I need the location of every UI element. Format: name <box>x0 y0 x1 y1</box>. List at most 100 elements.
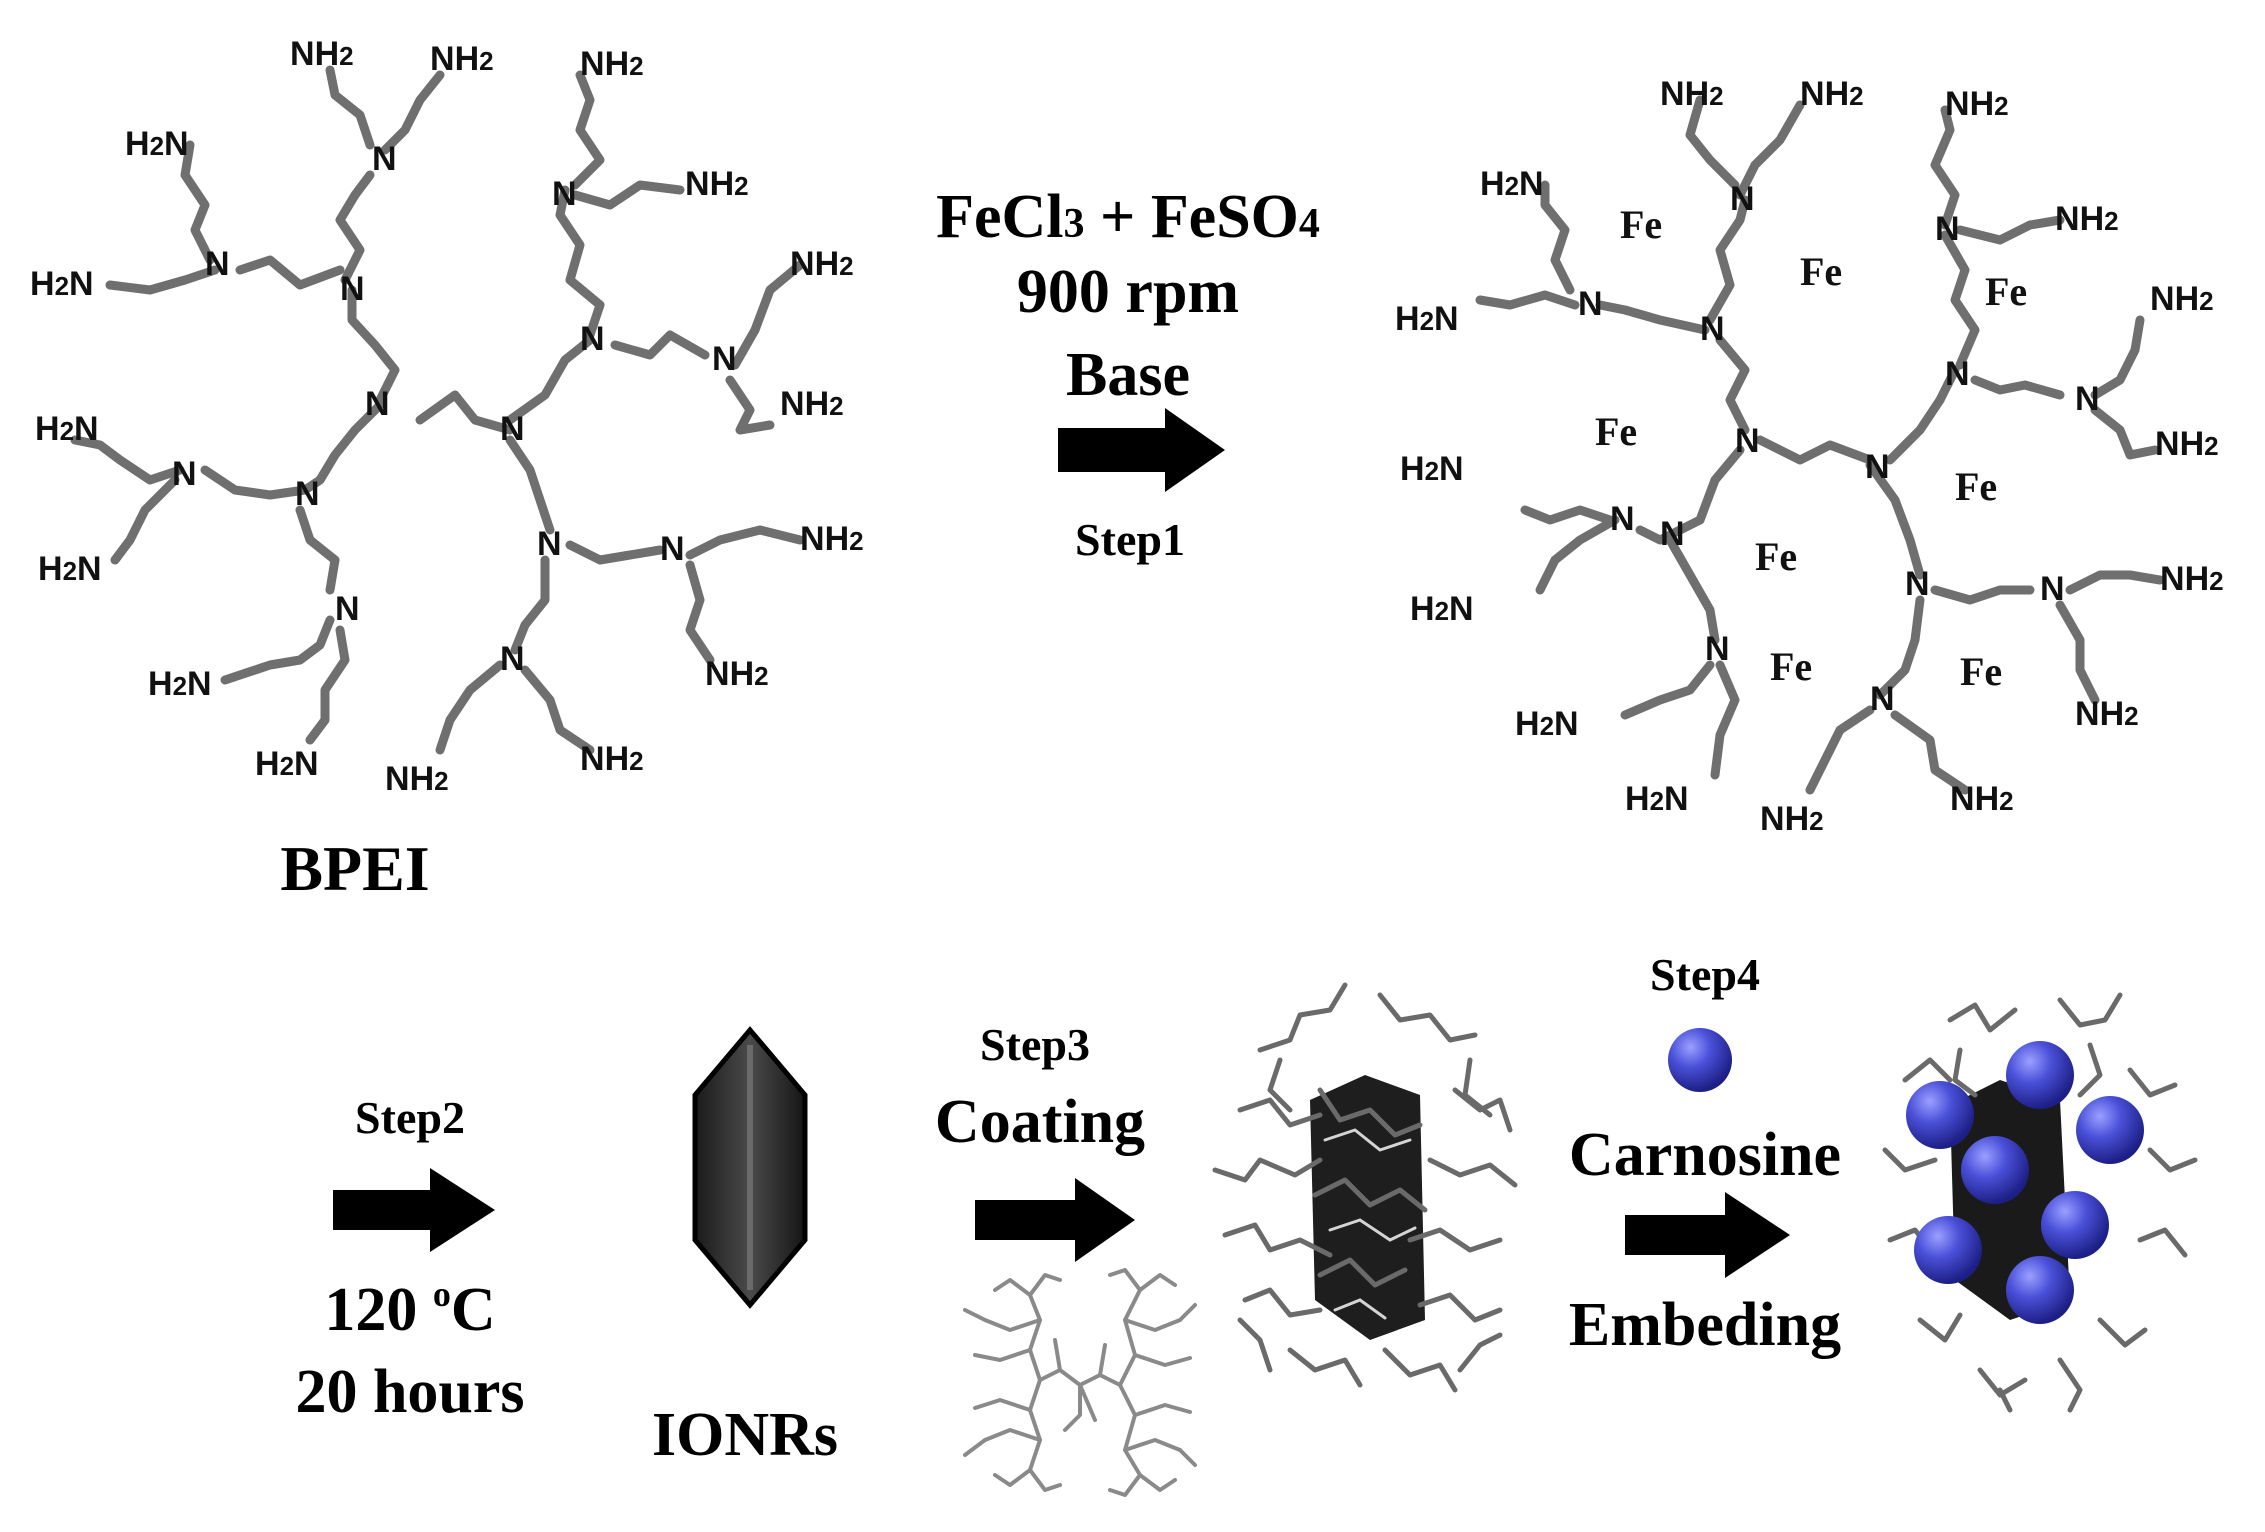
carnosine-sphere-icon <box>1914 1216 1982 1284</box>
bpei-n: N <box>660 530 685 568</box>
bpei-nh2: NH2 <box>580 740 644 778</box>
fe-bpei-nh2: NH2 <box>1760 800 1824 838</box>
step2-group: Step2 120 oC 20 hours <box>295 1092 524 1426</box>
fe-bpei-h2n: H2N <box>1480 165 1544 203</box>
carnosine-sphere-icon <box>1906 1081 1974 1149</box>
fe-atom: Fe <box>1770 644 1812 689</box>
fe-atom: Fe <box>1595 409 1637 454</box>
fe-bpei-nh2: NH2 <box>2155 425 2219 463</box>
step3-arrow <box>975 1178 1135 1262</box>
coating-highlights <box>1323 1128 1417 1320</box>
bpei-h2n: H2N <box>30 265 94 303</box>
fe-bpei-h2n: H2N <box>1400 450 1464 488</box>
step4-label: Step4 <box>1650 949 1760 1000</box>
reagents-label: FeCl3 + FeSO4 <box>936 183 1320 251</box>
fe-atom: Fe <box>1960 649 2002 694</box>
step3-group: Step3 Coating <box>935 1019 1197 1497</box>
fe-bpei-n: N <box>2040 570 2065 608</box>
fe-bpei-nh2: NH2 <box>1800 75 1864 113</box>
bpei-structure: N N N N N N N N N N N N N N NH2 NH2 H2N … <box>30 35 864 904</box>
step4-arrow <box>1625 1192 1790 1278</box>
fe-bpei-nh2: NH2 <box>1660 75 1724 113</box>
fe-bpei-n: N <box>1610 500 1635 538</box>
bpei-atoms: N N N N N N N N N N N N N N NH2 NH2 H2N … <box>30 35 864 798</box>
fe-atom: Fe <box>1800 249 1842 294</box>
fe-bpei-n: N <box>1578 285 1603 323</box>
temperature-label: 120 oC <box>324 1274 495 1344</box>
base-label: Base <box>1066 341 1190 409</box>
bpei-nh2: NH2 <box>790 245 854 283</box>
fe-atom: Fe <box>1955 464 1997 509</box>
fe-bpei-h2n: H2N <box>1625 780 1689 818</box>
fe-bpei-n: N <box>1735 422 1760 460</box>
fe-atom: Fe <box>1985 269 2027 314</box>
bpei-label: BPEI <box>280 833 429 904</box>
fe-bpei-nh2: NH2 <box>1945 85 2009 123</box>
step2-label: Step2 <box>355 1092 465 1143</box>
bpei-h2n: H2N <box>35 410 99 448</box>
fe-bpei-n: N <box>2075 380 2100 418</box>
fe-bpei-n: N <box>1705 630 1730 668</box>
coating-label: Coating <box>935 1088 1145 1156</box>
fe-bpei-n: N <box>1730 180 1755 218</box>
embeding-label: Embeding <box>1569 1291 1841 1359</box>
fe-bpei-n: N <box>1905 565 1930 603</box>
fe-bpei-h2n: H2N <box>1395 300 1459 338</box>
step1-group: FeCl3 + FeSO4 900 rpm Base Step1 <box>936 183 1320 565</box>
fe-bpei-n: N <box>1935 210 1960 248</box>
speed-label: 900 rpm <box>1017 258 1239 326</box>
bpei-h2n: H2N <box>125 125 189 163</box>
fe-atom: Fe <box>1620 202 1662 247</box>
bpei-nh2: NH2 <box>430 40 494 78</box>
bpei-n: N <box>205 245 230 283</box>
fe-bpei-nh2: NH2 <box>2150 280 2214 318</box>
fe-atom: Fe <box>1755 534 1797 579</box>
bpei-nh2: NH2 <box>685 165 749 203</box>
carnosine-sphere-icon <box>1668 1028 1732 1092</box>
carnosine-label: Carnosine <box>1569 1121 1841 1189</box>
step1-label: Step1 <box>1075 514 1185 565</box>
bpei-n: N <box>500 410 525 448</box>
fe-bpei-bonds <box>1475 95 2165 795</box>
step2-arrow <box>333 1168 495 1252</box>
carnosine-sphere-icon <box>2076 1096 2144 1164</box>
small-dendrimer <box>963 1268 1197 1497</box>
bpei-n: N <box>335 590 360 628</box>
bpei-nh2: NH2 <box>290 35 354 73</box>
carnosine-sphere-icon <box>2006 1256 2074 1324</box>
bpei-nh2: NH2 <box>705 655 769 693</box>
ionrs-group: IONRs <box>652 1026 838 1469</box>
fe-bpei-nh2: NH2 <box>2160 560 2224 598</box>
bpei-nh2: NH2 <box>580 45 644 83</box>
embedded-carnosine <box>1906 1041 2144 1324</box>
bpei-n: N <box>537 525 562 563</box>
bpei-h2n: H2N <box>38 550 102 588</box>
fe-bpei-nh2: NH2 <box>2075 695 2139 733</box>
bpei-n: N <box>340 270 365 308</box>
bpei-n: N <box>580 320 605 358</box>
fe-atoms: Fe Fe Fe Fe Fe Fe Fe Fe <box>1595 202 2027 694</box>
fe-bpei-n: N <box>1660 515 1685 553</box>
carnosine-sphere-icon <box>1961 1136 2029 1204</box>
bpei-n: N <box>712 340 737 378</box>
bpei-n: N <box>172 455 197 493</box>
fe-bpei-h2n: H2N <box>1515 705 1579 743</box>
bpei-n: N <box>365 385 390 423</box>
bpei-bonds <box>70 65 805 755</box>
ionrs-label: IONRs <box>652 1401 838 1469</box>
fe-bpei-atoms: N N N N N N N N N N N N N N NH2 NH2 NH2 … <box>1395 75 2224 838</box>
carnosine-sphere-icon <box>2006 1041 2074 1109</box>
bpei-h2n: H2N <box>255 745 319 783</box>
fe-bpei-nh2: NH2 <box>2055 200 2119 238</box>
final-product <box>1882 992 2198 1413</box>
bpei-nh2: NH2 <box>780 385 844 423</box>
bpei-h2n: H2N <box>148 665 212 703</box>
step1-arrow <box>1058 408 1225 492</box>
bpei-n: N <box>295 475 320 513</box>
bpei-n: N <box>500 640 525 678</box>
bpei-n: N <box>552 175 577 213</box>
coating-polymer <box>1212 982 1518 1393</box>
carnosine-sphere-icon <box>2041 1191 2109 1259</box>
bpei-n: N <box>372 140 397 178</box>
